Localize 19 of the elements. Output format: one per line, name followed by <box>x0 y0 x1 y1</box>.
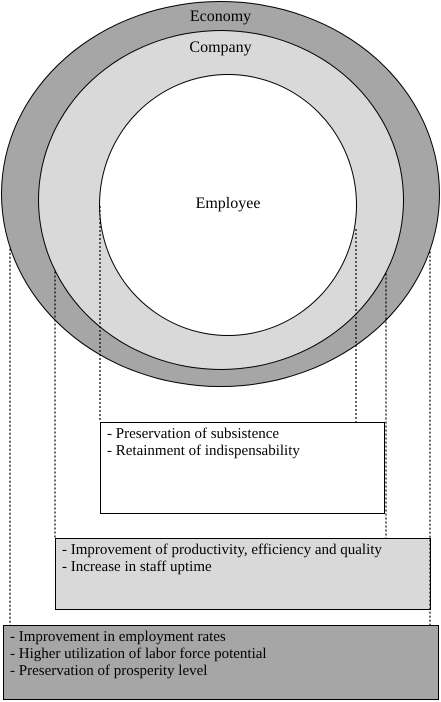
dotted-line <box>54 272 56 538</box>
bullet-text: - Retainment of indispensability <box>107 443 301 460</box>
bullet-text: - Preservation of prosperity level <box>10 663 208 680</box>
bullet-text: - Improvement in employment rates <box>10 629 227 646</box>
text-box <box>3 625 439 700</box>
dotted-line <box>99 206 101 422</box>
ring-label: Economy <box>190 8 252 26</box>
text-box <box>100 422 385 514</box>
text-box <box>55 538 431 610</box>
bullet-text: - Increase in staff uptime <box>62 559 213 576</box>
ring-label: Employee <box>196 195 260 213</box>
ring-label: Company <box>189 38 252 56</box>
dotted-line <box>355 228 357 422</box>
bullet-text: - Higher utilization of labor force potential <box>10 646 268 663</box>
bullet-text: - Preservation of subsistence <box>107 426 280 443</box>
dotted-line <box>385 274 387 538</box>
bullet-text: - Improvement of productivity, efficiency and quality <box>62 542 383 559</box>
dotted-line <box>9 248 11 625</box>
dotted-line <box>429 252 431 625</box>
